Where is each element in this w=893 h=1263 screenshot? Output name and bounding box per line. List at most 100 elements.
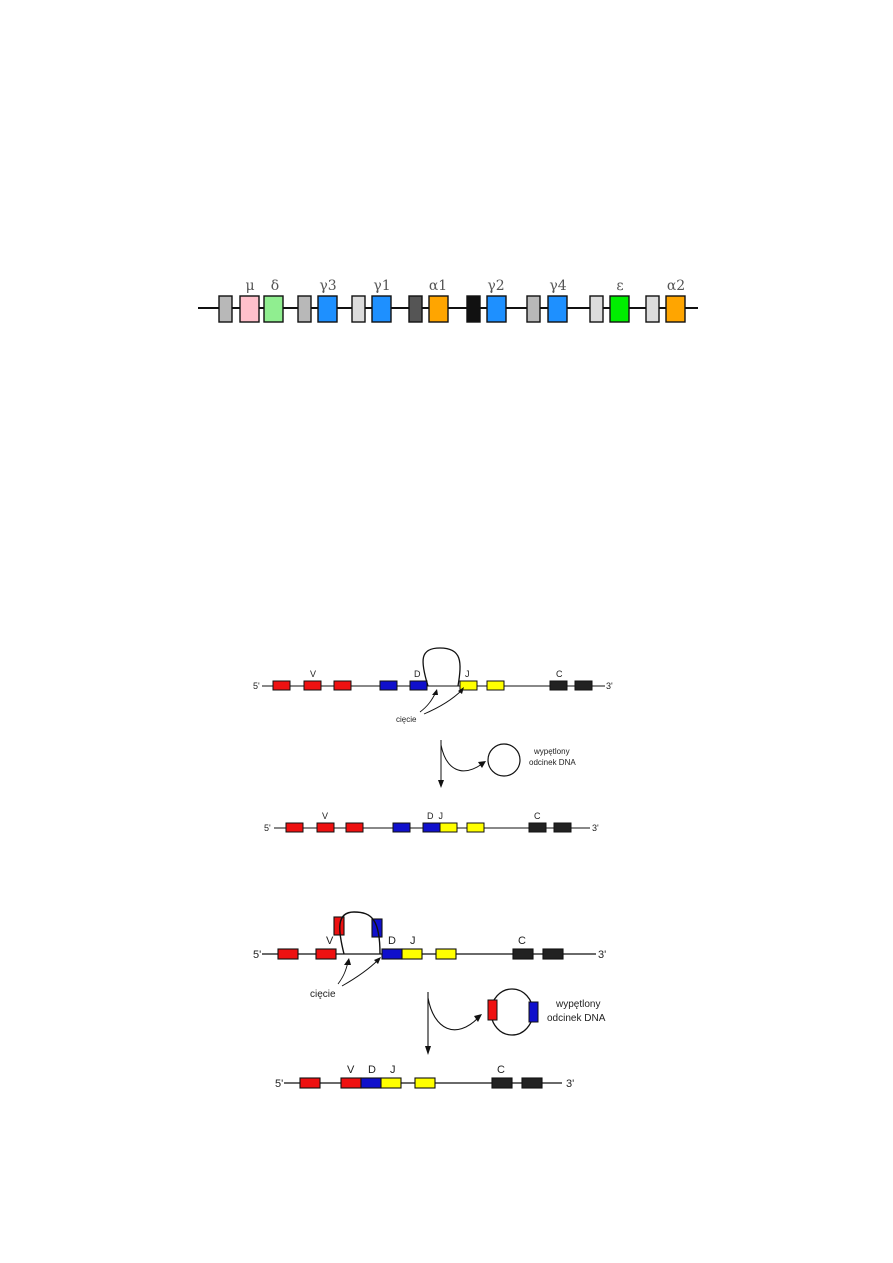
stage1-label-d: D (414, 669, 421, 679)
label-gamma2: γ2 (487, 278, 504, 294)
stage2-five-prime: 5' (264, 823, 271, 833)
excision1: wypętlony odcinek DNA (438, 740, 576, 788)
stage3-label-j: J (410, 935, 416, 947)
label-alpha2: α2 (667, 278, 685, 294)
label-gamma4: γ4 (549, 278, 566, 294)
switch-region-gamma2 (466, 295, 481, 323)
stage4-d-segment-joined (360, 1077, 382, 1089)
stage3-c-segment-1 (512, 948, 534, 960)
stage3-v-segment-looped (333, 916, 345, 936)
label-epsilon: ε (616, 278, 623, 294)
stage3-v-segment-2 (315, 948, 337, 960)
stage3-vdj-loop: 5' 3' V D J C cięcie (253, 911, 606, 1000)
stage2-label-v: V (322, 811, 328, 821)
stage3-j-segment-joined (401, 948, 423, 960)
stage3-j-segment-2 (435, 948, 457, 960)
constant-region-segments (218, 295, 686, 323)
stage1-five-prime: 5' (253, 681, 260, 691)
stage4-v-segment-1 (299, 1077, 321, 1089)
stage3-five-prime: 5' (253, 949, 261, 961)
stage2-d-segment-joined (422, 822, 441, 833)
stage3-loop-arc (339, 911, 381, 955)
stage1-c-segment-1 (549, 680, 568, 691)
switch-region-alpha2 (645, 295, 660, 323)
stage4-v-segment-joined (340, 1077, 362, 1089)
switch-region-gamma1 (351, 295, 366, 323)
switch-region-mu (218, 295, 233, 323)
segment-alpha1 (428, 295, 449, 323)
segment-gamma3 (317, 295, 338, 323)
segment-alpha2 (665, 295, 686, 323)
stage3-cut-arrowhead-1 (344, 958, 351, 965)
stage3-label-c: C (518, 935, 526, 947)
stage2-v-segment-1 (285, 822, 304, 833)
constant-region-diagram: μ δ γ3 γ1 α1 γ2 γ4 ε α2 (198, 278, 698, 323)
label-gamma1: γ1 (373, 278, 390, 294)
excision2-label-line2: odcinek DNA (547, 1013, 606, 1024)
stage2-j-segment-2 (466, 822, 485, 833)
stage1-label-j: J (465, 669, 470, 679)
stage3-v-segment-1 (277, 948, 299, 960)
stage1-dj-loop: 5' 3' V D J C cięcie (253, 647, 613, 724)
stage2-dj-joined: 5' 3' V D J C (264, 811, 599, 833)
segment-delta (263, 295, 284, 323)
stage3-cut-arrowhead-2 (374, 957, 381, 964)
excision1-label-line1: wypętlony (533, 747, 570, 756)
segment-gamma2 (486, 295, 507, 323)
stage3-three-prime: 3' (598, 949, 606, 961)
stage3-cut-label: cięcie (310, 989, 336, 1000)
stage1-three-prime: 3' (606, 681, 613, 691)
stage1-d-segment-1 (379, 680, 398, 691)
stage4-c-segment-2 (521, 1077, 543, 1089)
excision2-label-line1: wypętlony (555, 999, 600, 1010)
stage2-v-segment-3 (345, 822, 364, 833)
stage1-cut-arrow-2 (423, 689, 463, 715)
stage4-j-segment-joined (380, 1077, 402, 1089)
segment-mu (239, 295, 260, 323)
excision1-dna-circle (487, 743, 521, 777)
stage2-d-segment-1 (392, 822, 411, 833)
stage1-cut-label: cięcie (396, 715, 417, 724)
stage4-label-j: J (390, 1064, 396, 1076)
stage3-label-v: V (326, 935, 334, 947)
stage4-vdj-joined: 5' 3' V D J C (275, 1064, 574, 1090)
excision1-down-arrowhead (438, 780, 444, 788)
segment-epsilon (609, 295, 630, 323)
stage2-segments (285, 822, 572, 833)
stage2-label-c: C (534, 811, 541, 821)
stage2-v-segment-2 (316, 822, 335, 833)
stage1-c-segment-2 (574, 680, 593, 691)
stage1-label-c: C (556, 669, 563, 679)
stage1-v-segment-2 (303, 680, 322, 691)
stage1-d-segment-2 (409, 680, 428, 691)
stage1-label-v: V (310, 669, 316, 679)
excision2-curve-arrow (427, 997, 479, 1031)
stage3-cut-arrow-1 (337, 961, 349, 985)
stage3-label-d: D (388, 935, 396, 947)
label-delta: δ (271, 278, 279, 294)
stage1-j-segment-2 (486, 680, 505, 691)
stage1-v-segment-3 (333, 680, 352, 691)
constant-region-labels: μ δ γ3 γ1 α1 γ2 γ4 ε α2 (245, 278, 685, 294)
stage1-segments (272, 680, 593, 691)
stage2-three-prime: 3' (592, 823, 599, 833)
switch-region-gamma4 (526, 295, 541, 323)
stage3-cut-arrow-2 (341, 959, 379, 987)
excision1-curve-arrow (440, 744, 483, 772)
stage3-c-segment-2 (542, 948, 564, 960)
stage4-label-c: C (497, 1064, 505, 1076)
stage4-three-prime: 3' (566, 1078, 574, 1090)
stage4-j-segment-2 (414, 1077, 436, 1089)
stage2-j-segment-joined (439, 822, 458, 833)
excision2-down-arrowhead (425, 1046, 431, 1055)
switch-region-alpha1 (408, 295, 423, 323)
label-alpha1: α1 (429, 278, 447, 294)
stage1-loop-arc (422, 647, 461, 687)
excision2-d-segment (528, 1001, 539, 1023)
segment-gamma4 (547, 295, 568, 323)
excision1-curve-arrowhead (478, 761, 486, 768)
stage1-j-segment-1 (459, 680, 478, 691)
excision2-v-segment (487, 999, 498, 1021)
stage2-c-segment-2 (553, 822, 572, 833)
